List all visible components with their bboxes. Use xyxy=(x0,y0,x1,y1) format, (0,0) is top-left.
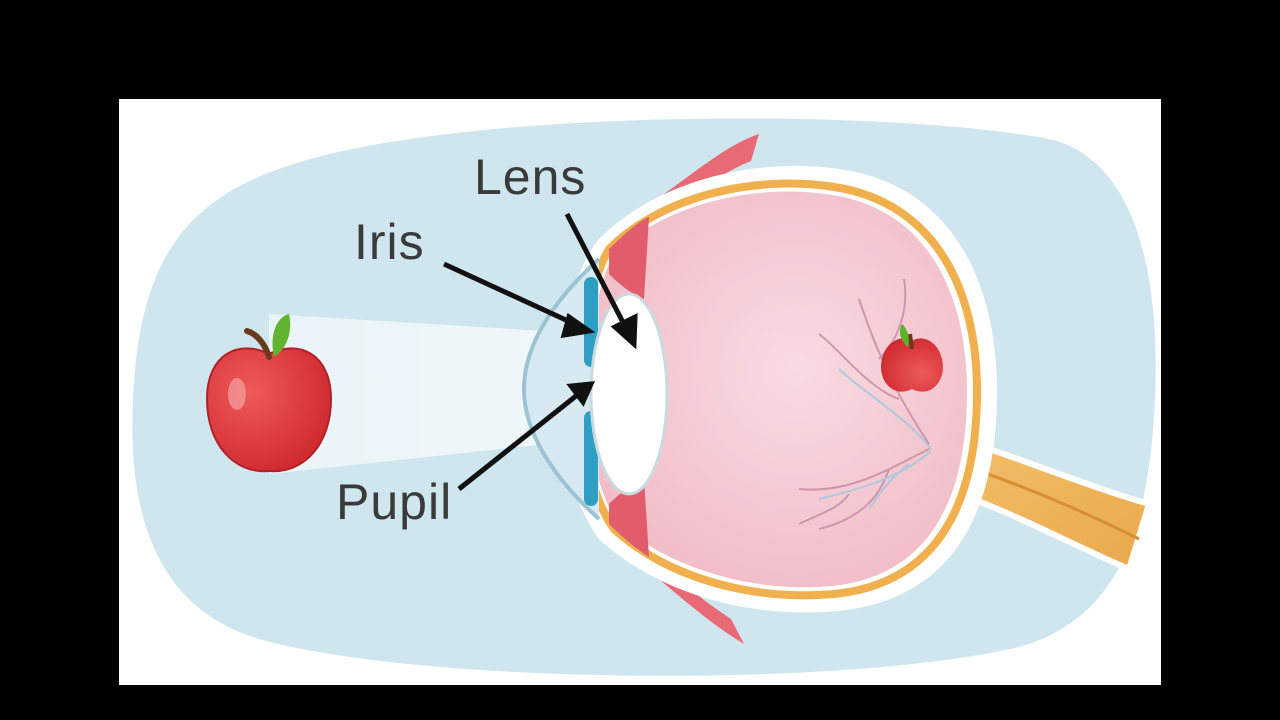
label-iris: Iris xyxy=(354,214,425,270)
iris-arrow xyxy=(442,261,581,329)
ciliary-body-top xyxy=(609,217,649,299)
retina-apple-image xyxy=(881,324,943,392)
lens xyxy=(589,292,669,496)
eyeball-interior xyxy=(587,191,968,588)
label-lens: Lens xyxy=(474,149,586,205)
iris-arrowhead xyxy=(560,312,596,339)
pupil-arrowhead xyxy=(566,381,596,407)
diagram-frame: Lens Iris Pupil xyxy=(119,99,1161,685)
lens-arrow xyxy=(564,212,632,336)
label-pupil: Pupil xyxy=(336,474,452,530)
eye-anatomy-diagram: Lens Iris Pupil xyxy=(132,118,1156,676)
lens-arrowhead xyxy=(610,312,638,350)
ciliary-body-bottom xyxy=(609,479,649,557)
apple-object xyxy=(205,314,333,473)
pupil-arrow xyxy=(457,390,583,491)
annotation-arrows xyxy=(442,212,638,491)
